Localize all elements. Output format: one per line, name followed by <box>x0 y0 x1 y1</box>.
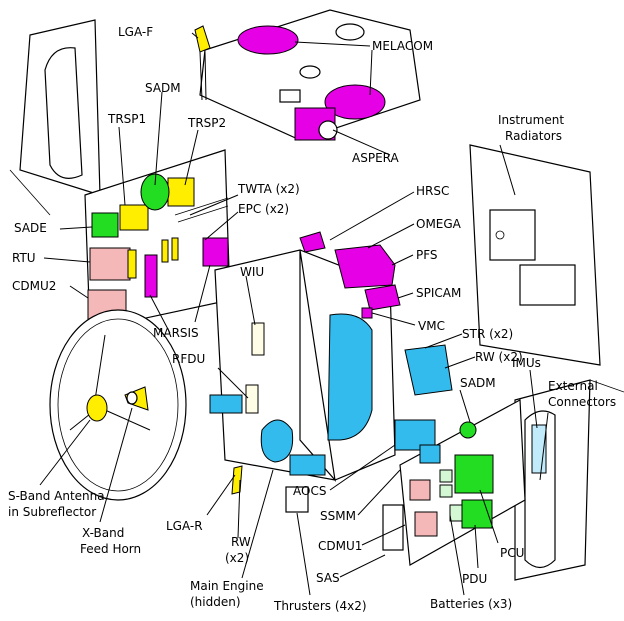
label-sade: SADE <box>14 221 47 235</box>
label-instrument-radiators-1: Instrument <box>498 113 564 127</box>
label-x-band-1: X-Band <box>82 526 124 540</box>
propellant-tank <box>327 313 373 441</box>
callout-labels: LGA-F MELACOM SADM TRSP1 TRSP2 ASPERA In… <box>8 25 616 613</box>
label-batteries: Batteries (x3) <box>430 597 512 611</box>
label-aocs: AOCS <box>293 484 326 498</box>
right-solar-panel <box>514 379 624 581</box>
label-s-band-1: S-Band Antenna <box>8 489 105 503</box>
top-platform <box>199 9 421 141</box>
sadm-green-cylinder <box>140 173 170 211</box>
label-rw-bottom-2: (x2) <box>225 551 249 565</box>
rtu-pink-box <box>89 247 131 281</box>
label-cdmu1: CDMU1 <box>318 539 362 553</box>
label-vmc: VMC <box>418 319 445 333</box>
battery-green-2 <box>439 484 453 498</box>
label-sadm-right: SADM <box>460 376 496 390</box>
label-lga-f: LGA-F <box>118 25 153 39</box>
main-engine-bell <box>260 419 294 463</box>
label-aspera: ASPERA <box>352 151 399 165</box>
label-instrument-radiators-2: Radiators <box>505 129 562 143</box>
sade-green-box <box>91 212 119 238</box>
label-trsp1: TRSP1 <box>107 112 146 126</box>
label-rfdu: RFDU <box>172 352 205 366</box>
leader-lines <box>39 32 549 596</box>
label-cdmu2: CDMU2 <box>12 279 56 293</box>
central-structure <box>209 249 453 551</box>
label-epc: EPC (x2) <box>238 202 289 216</box>
battery-green-1 <box>439 469 453 483</box>
label-ssmm: SSMM <box>320 509 356 523</box>
label-thrusters: Thrusters (4x2) <box>273 599 367 613</box>
rfdu-yellow-box <box>245 384 259 414</box>
hga-antenna <box>49 309 187 501</box>
label-sadm-top: SADM <box>145 81 181 95</box>
label-s-band-2: in Subreflector <box>8 505 96 519</box>
label-external-connectors-1: External <box>548 379 598 393</box>
label-twta: TWTA (x2) <box>237 182 300 196</box>
label-str: STR (x2) <box>462 327 513 341</box>
marsis-magenta-box <box>144 254 158 298</box>
cdmu1-pink-box <box>414 511 438 537</box>
pdu-green-box <box>461 499 493 529</box>
spicam-box <box>364 284 401 311</box>
trsp-box-yellow-1 <box>119 204 149 231</box>
sadm-right-green <box>459 421 477 439</box>
label-imus: IMUs <box>512 356 541 370</box>
melacom-disk-upper <box>237 25 299 55</box>
instrument-radiators <box>469 144 601 366</box>
battery-green-3 <box>449 504 463 522</box>
label-rw-bottom-1: RW <box>231 535 251 549</box>
instrument-block <box>299 231 401 319</box>
pcu-green-box <box>454 454 494 494</box>
label-external-connectors-2: Connectors <box>548 395 616 409</box>
left-equipment-wall <box>84 149 231 331</box>
right-equipment-wall <box>399 399 547 566</box>
label-hrsc: HRSC <box>416 184 449 198</box>
wiu-yellow-box <box>251 322 265 356</box>
hrsc-box <box>299 231 326 253</box>
label-rw-right: RW (x2) <box>475 350 523 364</box>
label-omega: OMEGA <box>416 217 462 231</box>
label-pcu: PCU <box>500 546 524 560</box>
label-pdu: PDU <box>462 572 487 586</box>
label-wiu: WIU <box>240 265 264 279</box>
label-melacom: MELACOM <box>372 39 433 53</box>
imu-box-cyan-1 <box>419 444 441 464</box>
label-spicam: SPICAM <box>416 286 461 300</box>
subreflector <box>86 394 108 422</box>
ssmm-pink-box <box>409 479 431 501</box>
lga-f-antenna <box>194 25 211 101</box>
left-solar-panel <box>9 19 101 216</box>
trsp-box-yellow-2 <box>167 177 195 207</box>
label-lga-r: LGA-R <box>166 519 203 533</box>
label-main-engine-1: Main Engine <box>190 579 264 593</box>
label-marsis: MARSIS <box>153 326 199 340</box>
label-sas: SAS <box>316 571 340 585</box>
label-rtu: RTU <box>12 251 36 265</box>
label-x-band-2: Feed Horn <box>80 542 141 556</box>
epc-magenta-box <box>202 237 229 267</box>
label-pfs: PFS <box>416 248 438 262</box>
omega-pfs-block <box>334 244 396 289</box>
label-main-engine-2: (hidden) <box>190 595 241 609</box>
label-trsp2: TRSP2 <box>187 116 226 130</box>
